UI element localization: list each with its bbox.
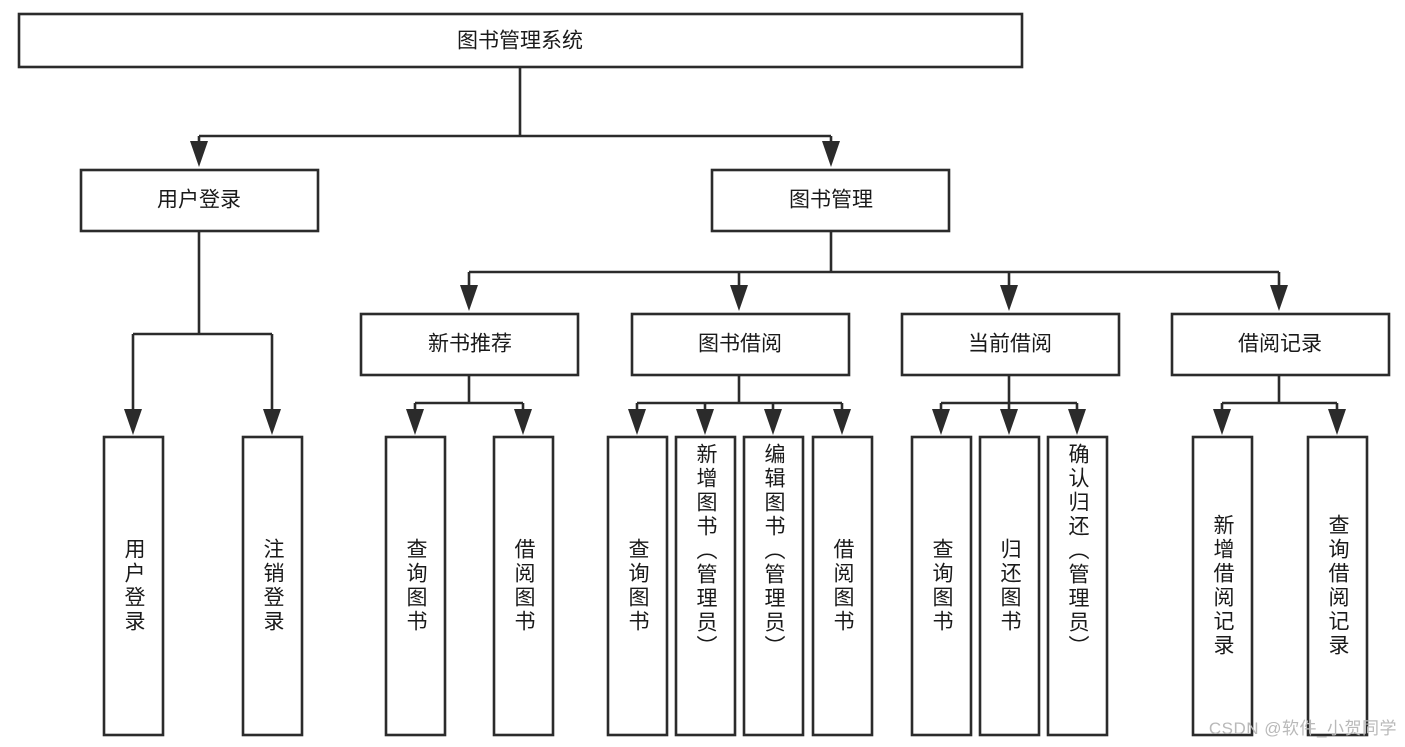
arrow-head-currentborrow-leaf-3: [1068, 409, 1086, 435]
arrow-head-currentborrow-leaf-1: [932, 409, 950, 435]
leaf-box-borrowrecord-query[interactable]: [1306, 435, 1369, 737]
node-new-book-recommend[interactable]: 新书推荐: [359, 312, 580, 377]
node-user-login-box[interactable]: [79, 168, 320, 233]
node-root[interactable]: 图书管理系统: [17, 12, 1024, 69]
arrow-head-newbook-leaf-1: [406, 409, 424, 435]
leaf-box-currentborrow-return[interactable]: [978, 435, 1041, 737]
arrow-head-bookborrow-leaf-4: [833, 409, 851, 435]
node-user-login[interactable]: 用户登录: [79, 168, 320, 233]
arrow-head-leaf-logout: [263, 409, 281, 435]
node-book-manage-label: 图书管理: [789, 189, 873, 212]
arrow-head-book-borrow: [730, 285, 748, 311]
node-book-manage[interactable]: 图书管理: [710, 168, 951, 233]
arrow-head-borrow-record: [1270, 285, 1288, 311]
node-book-borrow-box[interactable]: [630, 312, 851, 377]
arrow-head-new-book: [460, 285, 478, 311]
node-current-borrow-label: 当前借阅: [968, 333, 1052, 356]
arrow-head-bookborrow-leaf-2: [696, 409, 714, 435]
arrow-head-bookborrow-leaf-3: [764, 409, 782, 435]
arrow-head-current-borrow: [1000, 285, 1018, 311]
node-book-borrow-label: 图书借阅: [698, 333, 782, 356]
leaf-box-currentborrow-confirm[interactable]: [1046, 435, 1109, 737]
node-root-box[interactable]: [17, 12, 1024, 69]
node-borrow-record[interactable]: 借阅记录: [1170, 312, 1391, 377]
leaf-box-bookborrow-borrow[interactable]: [811, 435, 874, 737]
leaf-box-bookborrow-edit[interactable]: [742, 435, 805, 737]
leaf-box-bookborrow-add[interactable]: [674, 435, 737, 737]
arrow-head-book-manage: [822, 141, 840, 167]
arrow-head-borrowrecord-leaf-2: [1328, 409, 1346, 435]
leaf-box-user-login-logout[interactable]: [241, 435, 304, 737]
arrow-head-currentborrow-leaf-2: [1000, 409, 1018, 435]
leaf-box-borrowrecord-add[interactable]: [1191, 435, 1254, 737]
arrow-head-leaf-user-login: [124, 409, 142, 435]
node-new-book-recommend-box[interactable]: [359, 312, 580, 377]
leaf-box-newbook-borrow[interactable]: [492, 435, 555, 737]
leaf-box-bookborrow-query[interactable]: [606, 435, 669, 737]
node-root-label: 图书管理系统: [457, 30, 583, 53]
node-user-login-label: 用户登录: [157, 189, 241, 212]
node-current-borrow-box[interactable]: [900, 312, 1121, 377]
arrow-head-user-login: [190, 141, 208, 167]
leaf-box-currentborrow-query[interactable]: [910, 435, 973, 737]
node-book-manage-box[interactable]: [710, 168, 951, 233]
leaf-box-newbook-query[interactable]: [384, 435, 447, 737]
connector-layer: [124, 67, 1346, 435]
arrow-head-bookborrow-leaf-1: [628, 409, 646, 435]
leaf-box-user-login-login[interactable]: [102, 435, 165, 737]
node-current-borrow[interactable]: 当前借阅: [900, 312, 1121, 377]
node-borrow-record-box[interactable]: [1170, 312, 1391, 377]
node-book-borrow[interactable]: 图书借阅: [630, 312, 851, 377]
arrow-head-newbook-leaf-2: [514, 409, 532, 435]
arrow-head-borrowrecord-leaf-1: [1213, 409, 1231, 435]
node-new-book-recommend-label: 新书推荐: [428, 333, 512, 356]
node-borrow-record-label: 借阅记录: [1238, 333, 1322, 356]
